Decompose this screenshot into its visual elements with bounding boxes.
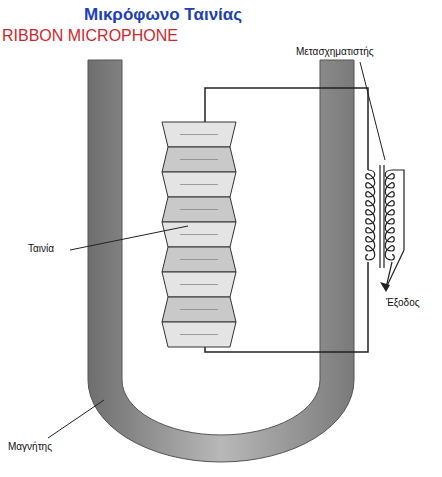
part-label: Έξοδος xyxy=(386,297,420,308)
transformer-core xyxy=(383,165,384,268)
part-label: Μαγνήτης xyxy=(8,441,52,452)
ribbon-pleat xyxy=(162,322,236,347)
title: Μικρόφωνο Ταινίας xyxy=(84,5,242,25)
ribbon-pleat xyxy=(162,122,236,147)
ribbon-pleat xyxy=(162,197,236,222)
ribbon xyxy=(162,122,236,347)
coil-winding xyxy=(366,170,375,260)
ribbon-fold xyxy=(180,134,218,135)
part-label: Μετασχηματιστής xyxy=(296,46,374,57)
ribbon-pleat xyxy=(162,297,236,322)
leader-line xyxy=(48,400,104,438)
transformer-core xyxy=(379,165,380,268)
subtitle: RIBBON MICROPHONE xyxy=(2,27,178,45)
ribbon-fold xyxy=(180,159,218,160)
output-lead xyxy=(386,170,404,288)
output-arrowhead xyxy=(380,282,390,292)
ribbon-pleat xyxy=(162,272,236,297)
ribbon-fold xyxy=(180,334,218,335)
ribbon-fold xyxy=(180,184,218,185)
magnet-u xyxy=(88,60,354,462)
leader-line xyxy=(70,226,188,250)
ribbon-pleat xyxy=(162,222,236,247)
ribbon-fold xyxy=(180,284,218,285)
ribbon-fold xyxy=(180,209,218,210)
ribbon-pleat xyxy=(162,247,236,272)
leader-line xyxy=(360,62,385,160)
part-label: Ταινία xyxy=(28,243,54,254)
ribbon-pleat xyxy=(162,147,236,172)
ribbon-fold xyxy=(180,309,218,310)
ribbon-pleat xyxy=(162,172,236,197)
ribbon-fold xyxy=(180,259,218,260)
ribbon-fold xyxy=(180,234,218,235)
coil-winding xyxy=(385,170,394,260)
